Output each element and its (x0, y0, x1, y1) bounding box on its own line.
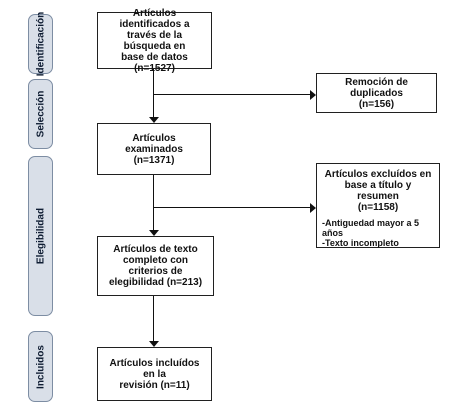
stage-elegibilidad-label: Elegibilidad (35, 207, 46, 265)
arrowhead-duplicates (310, 90, 316, 100)
box-excluded-line3: (n=1158) (357, 202, 399, 213)
excluded-reason-age: -Antiguedad mayor a 5 años (322, 218, 420, 238)
stage-identificacion: Identificación (28, 11, 53, 77)
connector-to-excluded (153, 207, 310, 208)
excluded-reasons: -Antiguedad mayor a 5 años -Texto incomp… (322, 218, 440, 248)
box-identified-articles: Artículos identificados a través de la b… (97, 8, 212, 74)
box-screened-line2: (n=1371) (133, 154, 175, 166)
connector-identified-to-screened (153, 69, 154, 117)
box-excluded-line2: base a título y resumen (344, 180, 412, 202)
box-full-text-line3: elegibilidad (n=213) (108, 277, 203, 288)
stage-incluidos-label: Incluidos (35, 344, 46, 389)
connector-screened-to-full-text (153, 175, 154, 230)
arrowhead-screened (149, 117, 159, 123)
stage-identificacion-label: Identificación (35, 11, 46, 77)
box-included-line2: revisión (n=11) (119, 379, 190, 391)
box-identified-line1: Artículos identificados a (119, 7, 190, 30)
stage-seleccion-label: Selección (35, 90, 46, 138)
arrowhead-full-text (149, 230, 159, 236)
box-excluded-line1: Artículos excluídos en (324, 169, 432, 180)
box-duplicates-line1: Remoción de duplicados (345, 76, 408, 99)
arrowhead-included (149, 341, 159, 347)
box-full-text-line1: Artículos de texto (113, 244, 198, 255)
excluded-reason-incomplete-text: -Texto incompleto (322, 238, 399, 248)
stage-elegibilidad: Elegibilidad (28, 156, 53, 316)
connector-to-duplicates (153, 94, 310, 95)
box-screened-articles: Artículos examinados (n=1371) (97, 123, 211, 175)
box-duplicates-removed: Remoción de duplicados (n=156) (316, 73, 437, 113)
arrowhead-excluded (310, 203, 316, 213)
box-full-text-line2: completo con criterios de (122, 255, 188, 277)
box-excluded-articles: Artículos excluídos en base a título y r… (316, 163, 440, 248)
box-included-articles: Artículos incluídos en la revisión (n=11… (97, 347, 212, 401)
connector-full-text-to-included (153, 296, 154, 341)
box-identified-line3: base de datos (n=1527) (121, 51, 188, 74)
box-included-line1: Artículos incluídos en la (109, 357, 200, 380)
box-identified-line2: través de la búsqueda en (123, 29, 186, 52)
box-duplicates-line2: (n=156) (358, 98, 395, 110)
stage-seleccion: Selección (28, 79, 53, 149)
box-full-text-articles: Artículos de texto completo con criterio… (97, 236, 214, 296)
stage-incluidos: Incluidos (28, 331, 53, 402)
box-screened-line1: Artículos examinados (125, 132, 183, 155)
